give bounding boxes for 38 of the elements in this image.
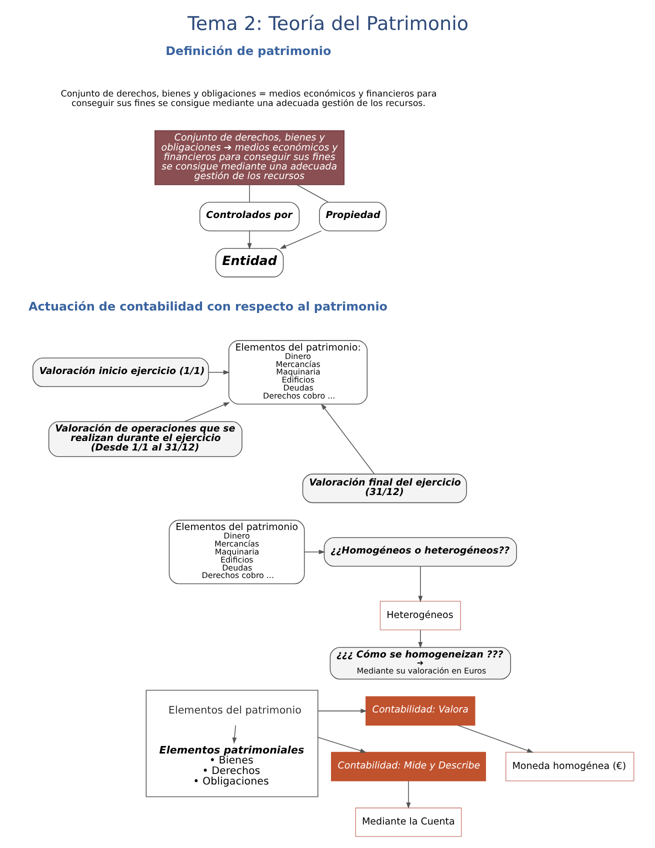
label: Conjunto de derechos, bienes y obligaciones = medios económicos y financieros para conseguir sus fines se consigue mediante una adecuada gestión de los recursos. [60, 89, 436, 109]
node-box: Elementos del patrimonio: Dinero Mercancías Maquinaria Edificios Deudas Derechos cobro ... [228, 340, 368, 405]
node-box: Elementos del patrimonio Dinero Mercancías Maquinaria Edificios Deudas Derechos cobro ... [168, 520, 304, 584]
arrow [246, 230, 252, 250]
node-box: Conjunto de derechos, bienes y obligaciones ➔ medios económicos y financieros para conseguir sus fines se consigue mediante una adecuada gestión de los recursos [154, 130, 344, 186]
node-text: Elementos patrimoniales • Bienes • Derechos • Obligaciones [158, 744, 304, 788]
node-box: Contabilidad: Valora [365, 696, 475, 726]
arrow [208, 370, 230, 375]
connector [248, 184, 250, 203]
arrow [279, 230, 322, 249]
arrow [316, 708, 367, 714]
diagram-title: Tema 2: Teoría del Patrimonio [186, 12, 468, 35]
node-box: Heterogéneos [379, 600, 460, 630]
arrow [418, 566, 422, 602]
arrow [406, 780, 410, 809]
connector [296, 184, 328, 203]
node-box: ¿¿Homogéneos o heterogéneos?? [323, 537, 516, 567]
node-box: Controlados por [198, 202, 300, 232]
arrow [184, 402, 230, 422]
node-box: Valoración inicio ejercicio (1/1) [32, 358, 208, 388]
label: Definición de patrimonio [165, 44, 331, 58]
arrow [320, 403, 374, 474]
node-box: Contabilidad: Mide y Describe [330, 752, 486, 782]
arrow [316, 736, 366, 753]
node-box: Entidad [214, 248, 284, 278]
cluster [145, 690, 318, 798]
arrow [418, 630, 422, 648]
arrow [304, 550, 325, 554]
node-box: Propiedad [318, 202, 386, 232]
node-box: ¿¿¿ Cómo se homogeneizan ??? ➔ Mediante su valoración en Euros [329, 646, 511, 680]
label: Actuación de contabilidad con respecto al patrimonio [28, 300, 387, 314]
node-box: Mediante la Cuenta [354, 808, 462, 837]
node-box: Valoración final del ejercicio (31/12) [302, 474, 466, 504]
node-box: Valoración de operaciones que se realizan durante el ejercicio (Desde 1/1 al 31/12) [48, 421, 242, 457]
node-box: Moneda homogénea (€) [504, 752, 634, 782]
arrow [457, 724, 534, 753]
arrow [232, 724, 236, 744]
node-text: Elementos del patrimonio [168, 704, 301, 717]
